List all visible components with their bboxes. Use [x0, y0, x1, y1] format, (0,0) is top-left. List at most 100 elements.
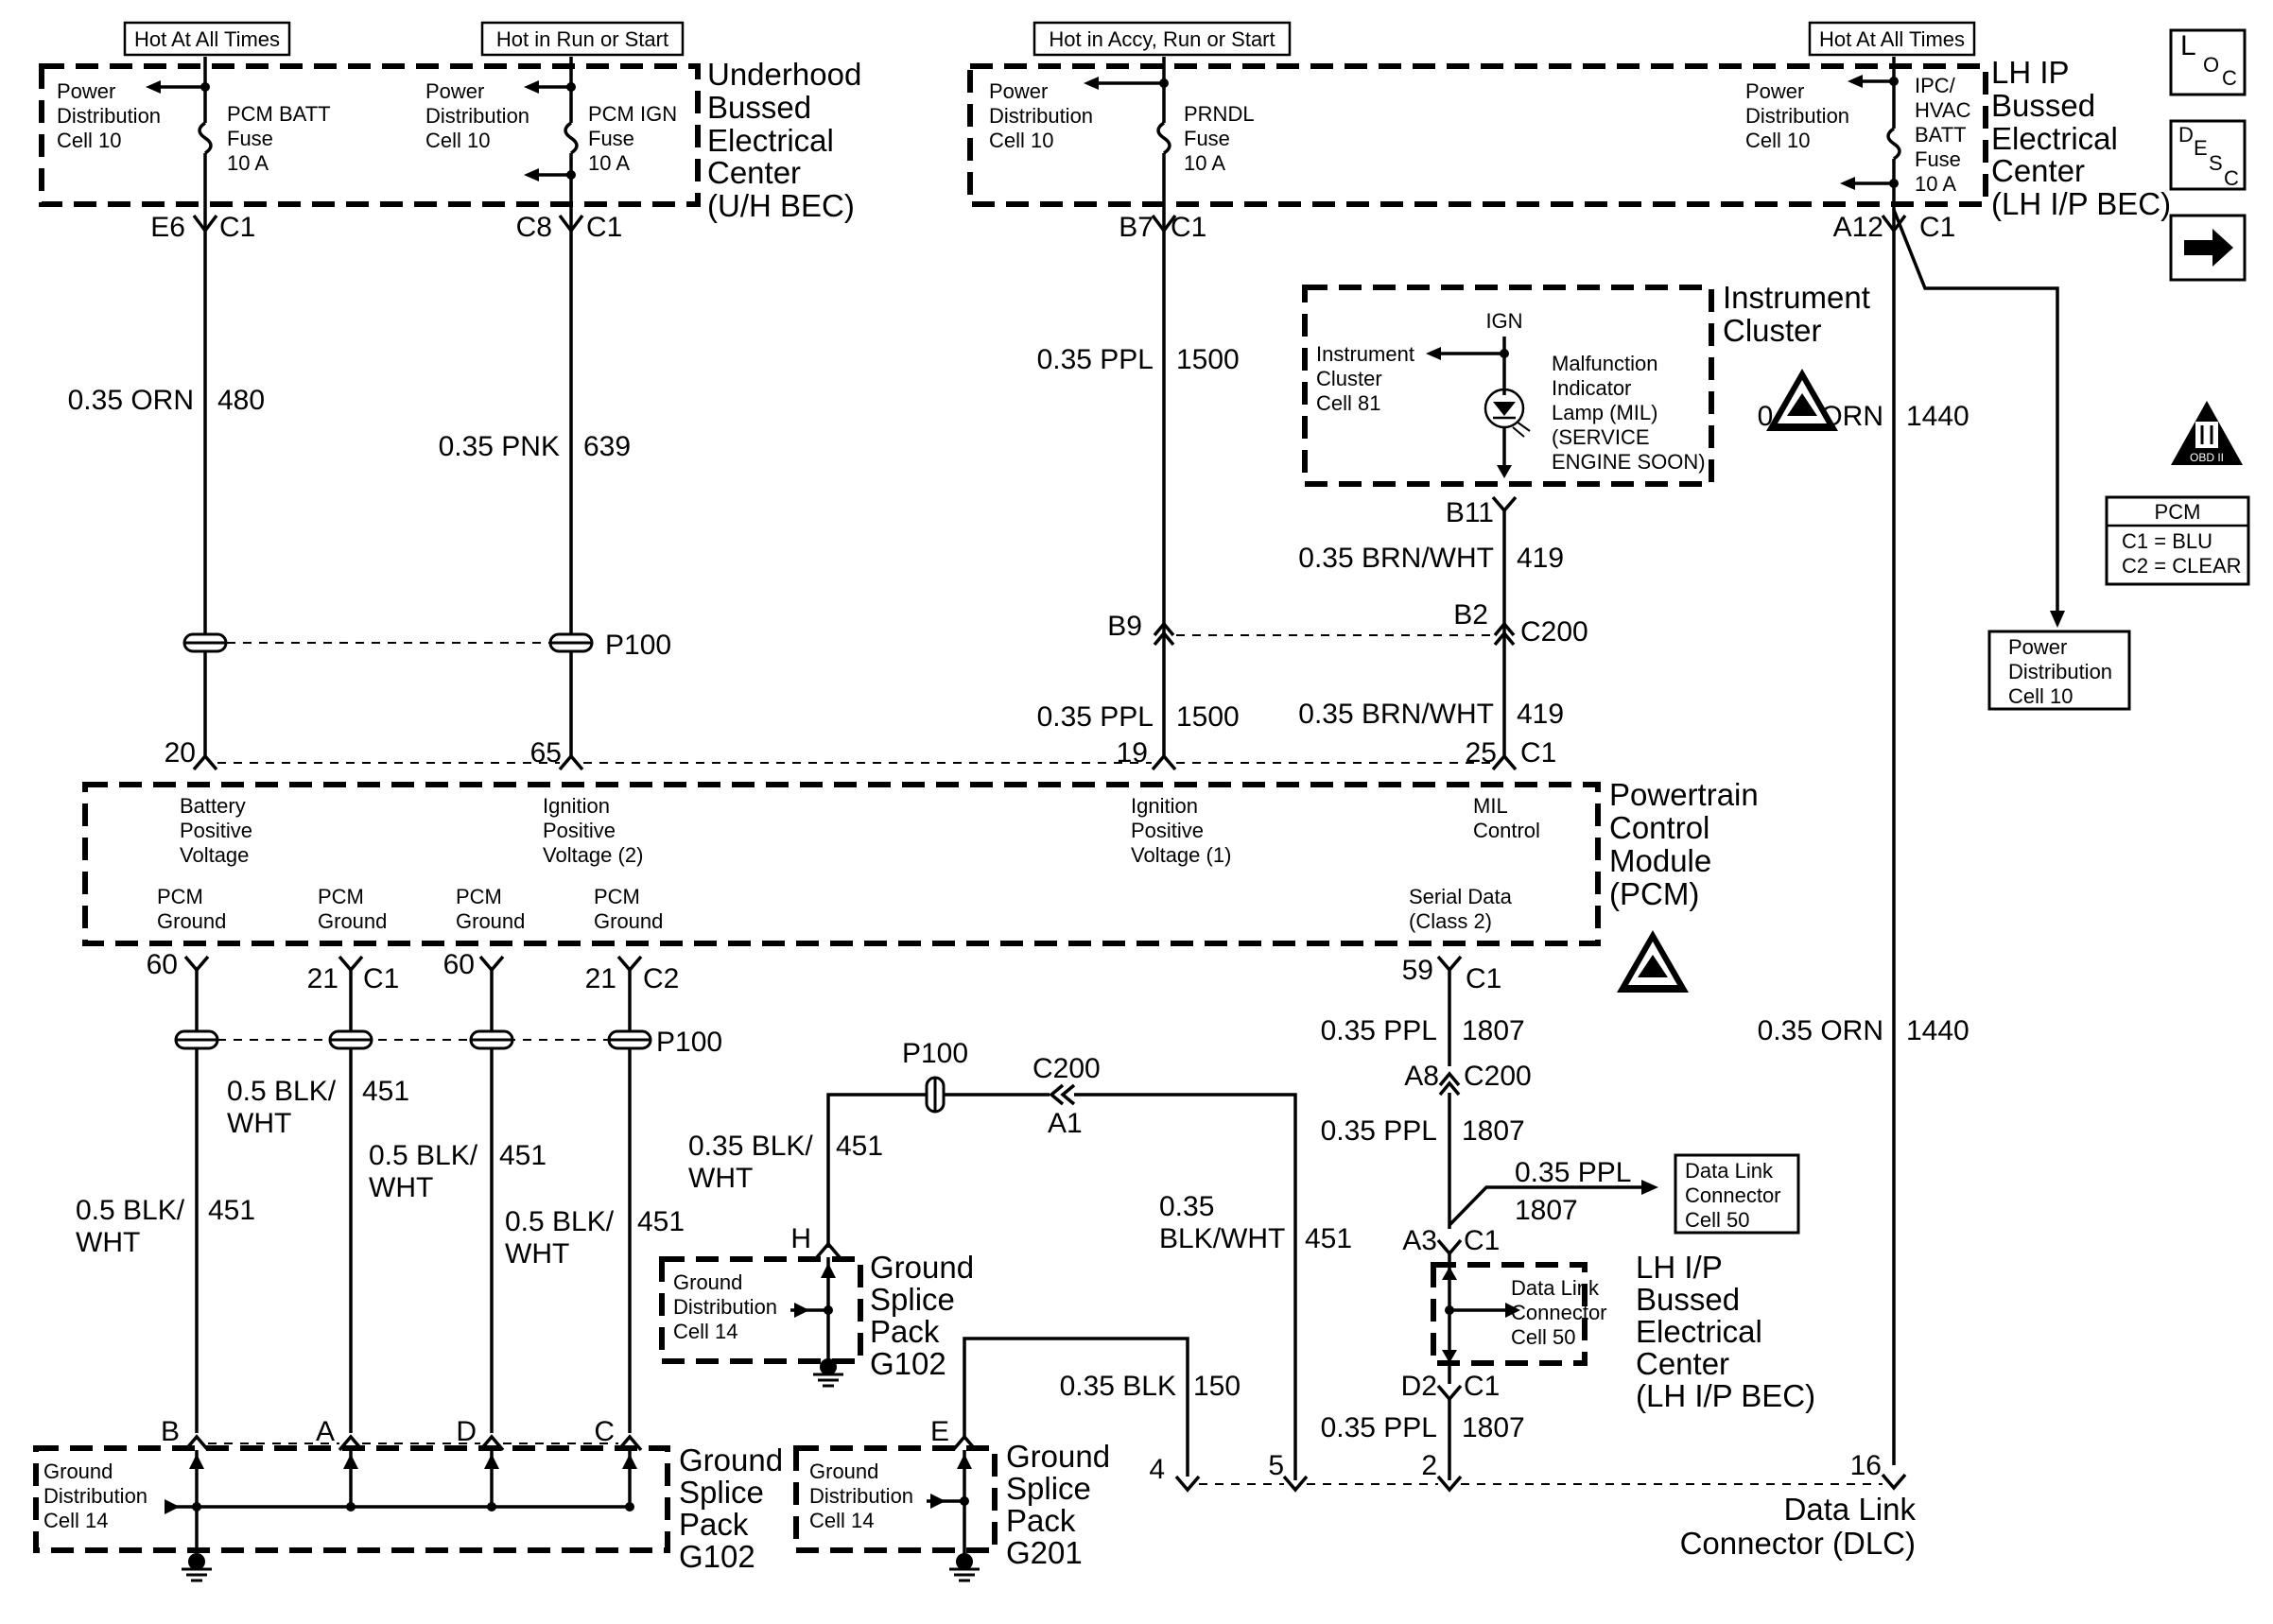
esd-warning-icon	[1617, 930, 1689, 993]
svg-text:C1: C1	[1466, 963, 1501, 994]
fuse-icon	[198, 121, 213, 155]
svg-text:P100: P100	[902, 1038, 968, 1069]
svg-text:0.5 BLK/WHT: 0.5 BLK/WHT	[505, 1206, 615, 1270]
pcm-connector-legend: PCM C1 = BLU C2 = CLEAR	[2105, 495, 2250, 586]
svg-text:A1: A1	[1048, 1108, 1083, 1139]
svg-text:2: 2	[1421, 1450, 1437, 1481]
svg-text:E: E	[2194, 136, 2208, 160]
svg-text:65: 65	[530, 737, 562, 769]
source-label-ip-accy: Hot in Accy, Run or Start	[1032, 21, 1292, 57]
source-label-ip-batt: Hot At All Times	[1808, 21, 1976, 57]
serial-data-path: 0.35 PPL 1807 A8 C200 0.35 PPL 1807 0.35…	[1321, 970, 1658, 1480]
svg-text:Hot At All Times: Hot At All Times	[134, 27, 280, 51]
svg-text:A8: A8	[1404, 1061, 1439, 1092]
loc-icon[interactable]: L O C	[2169, 28, 2247, 96]
ground-symbol-icon	[813, 1358, 843, 1388]
svg-text:B9: B9	[1107, 611, 1142, 642]
svg-text:C1: C1	[1520, 737, 1556, 769]
svg-text:59: 59	[1402, 955, 1433, 986]
svg-text:0.35 PPL: 0.35 PPL	[1037, 701, 1154, 733]
svg-text:1440: 1440	[1906, 401, 1969, 432]
svg-text:419: 419	[1517, 699, 1564, 730]
svg-text:0.5 BLK/WHT: 0.5 BLK/WHT	[369, 1140, 478, 1203]
svg-text:451: 451	[836, 1131, 883, 1162]
c200-upper: B9 B2 C200	[1107, 599, 1588, 648]
svg-text:C: C	[2222, 66, 2237, 90]
svg-text:C8: C8	[516, 212, 552, 243]
svg-text:0.35 BLK: 0.35 BLK	[1060, 1371, 1176, 1402]
svg-text:C2 = CLEAR: C2 = CLEAR	[2122, 554, 2242, 578]
svg-text:0.35 PPL: 0.35 PPL	[1037, 344, 1154, 375]
mil-lamp-icon	[1484, 388, 1531, 438]
svg-text:L: L	[2180, 30, 2196, 61]
svg-text:B: B	[161, 1416, 180, 1447]
svg-text:D: D	[456, 1416, 477, 1447]
svg-text:1807: 1807	[1462, 1115, 1525, 1147]
svg-text:1807: 1807	[1462, 1015, 1525, 1046]
next-page-arrow-icon[interactable]	[2169, 214, 2247, 282]
svg-text:0.5 BLK/WHT: 0.5 BLK/WHT	[76, 1195, 185, 1258]
svg-text:0.35 ORN: 0.35 ORN	[1758, 1015, 1883, 1046]
svg-text:19: 19	[1117, 737, 1148, 769]
svg-text:PCM: PCM	[2155, 500, 2201, 524]
desc-icon[interactable]: D E S C	[2169, 119, 2247, 191]
svg-text:P100: P100	[656, 1027, 722, 1058]
svg-text:0.35 BRN/WHT: 0.35 BRN/WHT	[1298, 699, 1494, 730]
svg-text:60: 60	[443, 949, 475, 980]
svg-text:4: 4	[1149, 1454, 1165, 1485]
svg-text:C1: C1	[1464, 1371, 1500, 1402]
svg-text:0.5 BLK/WHT: 0.5 BLK/WHT	[227, 1076, 337, 1139]
svg-text:A: A	[316, 1416, 335, 1447]
svg-text:C1: C1	[363, 963, 399, 994]
svg-text:5: 5	[1268, 1450, 1284, 1481]
svg-text:B2: B2	[1453, 599, 1488, 631]
svg-text:P100: P100	[605, 630, 671, 661]
svg-text:1500: 1500	[1176, 701, 1240, 733]
svg-text:Hot in Run or Start: Hot in Run or Start	[496, 27, 668, 51]
svg-text:C1: C1	[1919, 212, 1955, 243]
svg-text:480: 480	[217, 385, 265, 416]
svg-text:C1: C1	[586, 212, 622, 243]
svg-text:451: 451	[208, 1195, 255, 1226]
svg-text:C: C	[594, 1416, 615, 1447]
svg-text:1807: 1807	[1462, 1412, 1525, 1443]
svg-text:C: C	[2224, 166, 2239, 190]
svg-text:Hot in Accy, Run or Start: Hot in Accy, Run or Start	[1049, 27, 1275, 51]
svg-text:639: 639	[583, 431, 631, 462]
source-label-uh-ign: Hot in Run or Start	[480, 21, 685, 57]
svg-text:1807: 1807	[1515, 1195, 1578, 1226]
svg-text:Hot At All Times: Hot At All Times	[1819, 27, 1965, 51]
svg-text:0.35 PPL: 0.35 PPL	[1321, 1412, 1437, 1443]
svg-text:S: S	[2209, 151, 2223, 175]
obd-ii-icon: OBD II	[2171, 401, 2243, 465]
svg-text:A12: A12	[1833, 212, 1883, 243]
svg-text:0.35 PPL: 0.35 PPL	[1321, 1015, 1437, 1046]
svg-text:451: 451	[499, 1140, 547, 1171]
svg-text:B7: B7	[1119, 212, 1154, 243]
svg-text:OBD II: OBD II	[2190, 451, 2224, 464]
svg-text:16: 16	[1850, 1450, 1882, 1481]
svg-text:C200: C200	[1032, 1053, 1101, 1084]
svg-text:IGN: IGN	[1485, 309, 1522, 333]
